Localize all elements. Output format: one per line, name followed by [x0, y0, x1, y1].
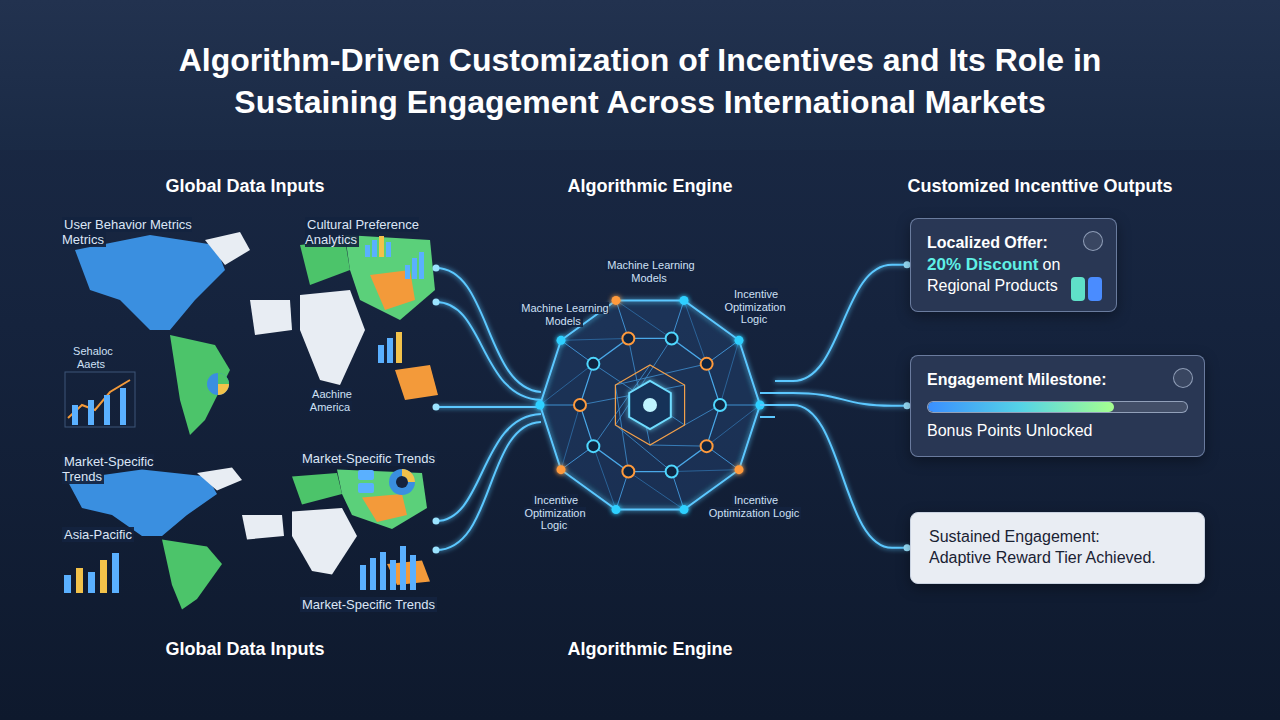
map-label: Cultural Preference Analytics	[305, 218, 430, 248]
label-text: Sehaloc Aaets	[71, 345, 113, 370]
map-label: Aachine America	[300, 388, 362, 413]
output-stub	[760, 416, 775, 418]
network-node	[557, 465, 566, 474]
map-label: Market-Specific Trends	[300, 598, 460, 613]
card-text: Adaptive Reward Tier Achieved.	[929, 548, 1186, 569]
info-icon	[1173, 368, 1193, 388]
label-text: User Behavior Metrics Metrics	[62, 217, 192, 247]
label-text: Incentive Optimization Logic	[709, 494, 802, 519]
flow-dot	[433, 265, 440, 554]
network-node	[612, 296, 621, 305]
map-label: Incentive Optimization Logic	[700, 494, 810, 519]
network-node	[679, 296, 688, 305]
map-label: Sehaloc Aaets	[62, 345, 122, 370]
map-label: Incentive Optimization Logic	[515, 494, 595, 532]
core-hex	[629, 381, 671, 429]
card-heading: Sustained Engagement:	[929, 527, 1186, 548]
network-link	[615, 425, 671, 472]
section-heading: Algorithmic Engine	[525, 176, 775, 197]
progress-fill	[928, 402, 1114, 412]
network-node	[701, 358, 713, 370]
map-label: Market-Specific Trends	[62, 455, 172, 485]
label-text: Asia-Pacific	[62, 527, 134, 542]
core-hex-ring	[615, 365, 684, 445]
network-node	[536, 401, 545, 410]
section-heading: Global Data Inputs	[120, 176, 370, 197]
title: Algorithm-Driven Customization of Incent…	[95, 40, 1185, 123]
output-stub	[760, 392, 775, 394]
network-node	[666, 332, 678, 344]
label-text: Market-Specific Trends	[62, 454, 154, 484]
network-node	[622, 332, 634, 344]
engine-label: Machine Learning Models	[605, 259, 694, 284]
label-text: Market-Specific Trends	[300, 451, 437, 466]
network-link	[615, 364, 706, 385]
section-heading: Algorithmic Engine	[525, 639, 775, 660]
network-node	[612, 505, 621, 514]
discount-text: 20% Discount	[927, 255, 1038, 274]
section-heading: Customized Incenttive Outputs	[870, 176, 1210, 197]
label-text: Global Data Inputs	[163, 176, 326, 196]
label-text: Cultural Preference Analytics	[305, 217, 419, 247]
connector	[775, 393, 910, 406]
network-node	[734, 465, 743, 474]
network-node	[574, 399, 586, 411]
network-node	[714, 399, 726, 411]
connector	[775, 405, 910, 548]
network-node	[701, 440, 713, 452]
network-node	[557, 336, 566, 345]
label-text: Global Data Inputs	[163, 639, 326, 659]
network-node	[679, 505, 688, 514]
connector	[775, 265, 910, 381]
output-stub	[760, 404, 775, 406]
network-node	[622, 466, 634, 478]
network-node	[587, 358, 599, 370]
map-label: Market-Specific Trends	[300, 452, 460, 467]
network-link	[561, 338, 628, 340]
network-link	[593, 446, 616, 509]
map-label: Machine Learning Models	[518, 302, 610, 327]
network-link	[720, 340, 739, 405]
label-text: Algorithmic Engine	[565, 639, 734, 659]
info-icon	[1083, 231, 1103, 251]
offer-card: Localized Offer:20% Discounton Regional …	[910, 218, 1117, 312]
title-wrap: Algorithm-Driven Customization of Incent…	[0, 40, 1280, 123]
card-body: 20% Discounton Regional Products	[927, 254, 1068, 297]
label-text: Machine Learning Models	[519, 302, 608, 327]
label-text: Incentive Optimization Logic	[724, 288, 785, 325]
map-label: Incentive Optimization Logic	[715, 288, 795, 326]
engine-outline	[540, 300, 760, 509]
network-link	[684, 300, 707, 363]
card-heading: Localized Offer:	[927, 233, 1068, 254]
network-node	[734, 336, 743, 345]
engagement-card: Sustained Engagement:Adaptive Reward Tie…	[910, 512, 1205, 584]
label-text: Incentive Optimization Logic	[524, 494, 585, 531]
progress-bar	[927, 401, 1188, 413]
world-map	[75, 232, 438, 435]
network-link	[561, 405, 580, 470]
map-label: Asia-Pacific	[62, 528, 162, 543]
product-icon	[1071, 277, 1085, 301]
label-text: Market-Specific Trends	[300, 597, 437, 612]
network-link	[540, 364, 593, 405]
product-icon	[1088, 277, 1102, 301]
network-node	[666, 466, 678, 478]
card-heading: Engagement Milestone:	[927, 370, 1188, 391]
card-text: Bonus Points Unlocked	[927, 421, 1188, 442]
network-link	[707, 405, 760, 446]
network-link	[650, 445, 707, 446]
network-link	[672, 470, 739, 472]
engine-label-wrap: Machine Learning Models	[600, 259, 700, 284]
milestone-card: Engagement Milestone: Bonus Points Unlock…	[910, 355, 1205, 457]
label-text: Aachine America	[310, 388, 352, 413]
core-dot	[643, 398, 657, 412]
map-label: User Behavior Metrics Metrics	[62, 218, 212, 248]
section-heading: Global Data Inputs	[120, 639, 370, 660]
label-text: Customized Incenttive Outputs	[905, 176, 1174, 196]
label-text: Algorithmic Engine	[565, 176, 734, 196]
engine-inner-ring	[580, 338, 720, 471]
network-node	[587, 440, 599, 452]
